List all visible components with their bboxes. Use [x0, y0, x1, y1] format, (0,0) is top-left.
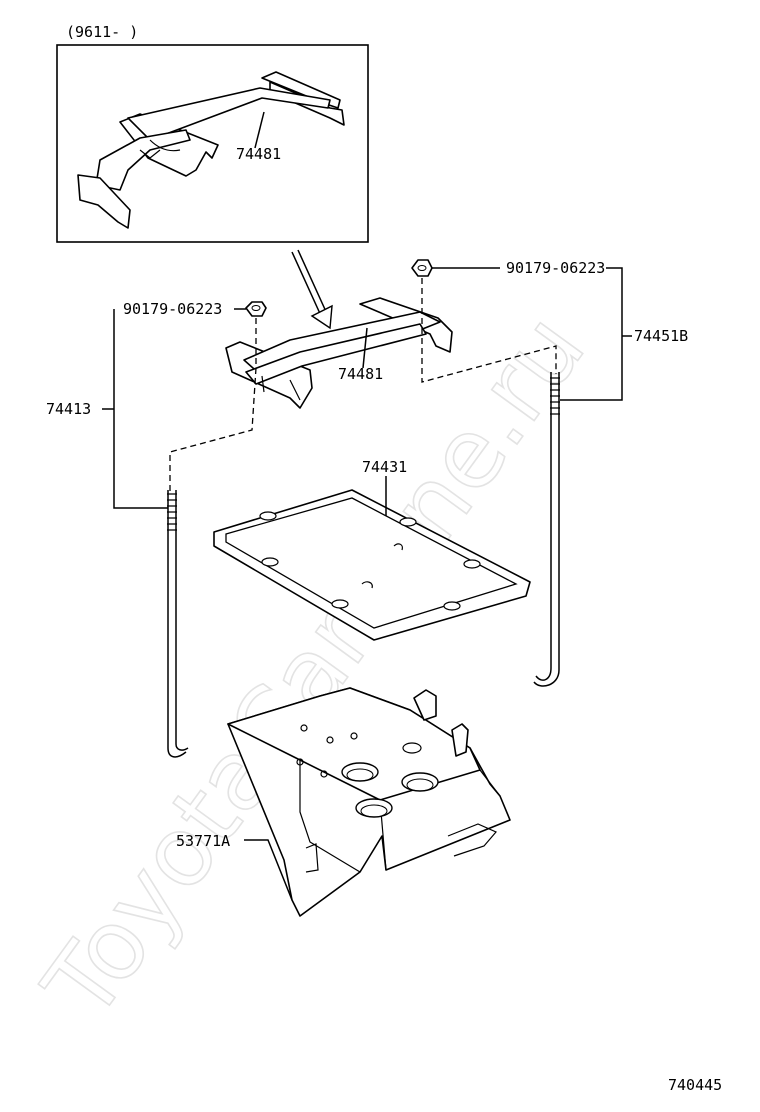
rod-right-drawing	[533, 372, 560, 687]
nut-right-drawing	[411, 259, 433, 277]
leader-inset-clamp	[254, 111, 265, 149]
watermark-text: ToyotaCarMine.ru	[22, 294, 606, 1039]
inset-arrow	[291, 249, 333, 330]
battery-tray-drawing	[213, 489, 531, 641]
variant-date-note: (9611- )	[66, 23, 138, 41]
dash-right	[421, 278, 557, 383]
leader-carrier	[244, 839, 293, 901]
leader-clamp	[362, 327, 368, 369]
bracket-rod-left	[113, 309, 168, 509]
dash-left	[169, 318, 257, 492]
inset-clamp-drawing	[77, 71, 345, 229]
variant-inset: 74481	[56, 44, 369, 243]
label-clamp: 74481	[338, 365, 383, 383]
nut-left-drawing	[245, 301, 267, 317]
label-rod-left: 74413	[46, 400, 91, 418]
label-nut-right: 90179-06223	[506, 259, 605, 277]
hold-down-clamp-drawing	[225, 297, 453, 409]
label-rod-right: 74451B	[634, 327, 688, 345]
diagram-id: 740445	[668, 1076, 722, 1094]
bracket-rod-right	[560, 267, 623, 401]
inset-frame	[56, 44, 369, 243]
label-inset-clamp: 74481	[236, 145, 281, 163]
battery-carrier-drawing	[227, 687, 511, 917]
rod-left-drawing	[167, 490, 189, 758]
label-tray: 74431	[362, 458, 407, 476]
label-nut-left: 90179-06223	[123, 300, 222, 318]
label-carrier: 53771A	[176, 832, 230, 850]
